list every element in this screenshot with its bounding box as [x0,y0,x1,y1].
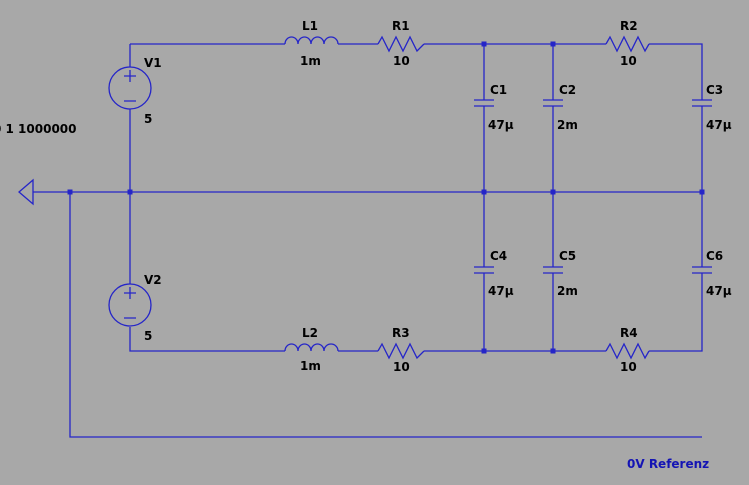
r1-name: R1 [392,19,410,33]
spice-directive[interactable]: 0 1 1000000 [0,122,77,136]
junction-dot [481,348,487,354]
c6-value: 47µ [706,284,732,298]
l1-name: L1 [302,19,318,33]
wire-v1-to-l1[interactable] [129,43,285,67]
capacitor-c4[interactable] [474,266,494,274]
wire-reference[interactable] [69,192,702,438]
junction-dot [550,189,556,195]
r3-value: 10 [393,360,410,374]
v2-value: 5 [144,329,152,343]
junction-dot [67,189,73,195]
junction-dot [127,189,133,195]
junction-dot [550,348,556,354]
wire-c6-bottom[interactable] [649,273,703,352]
r4-name: R4 [620,326,638,340]
c2-value: 2m [557,118,578,132]
c2-name: C2 [559,83,576,97]
l2-name: L2 [302,326,318,340]
junction-dot [481,41,487,47]
resistor-r1[interactable] [377,35,425,53]
capacitor-c1[interactable] [474,99,494,107]
c4-value: 47µ [488,284,514,298]
v1-value: 5 [144,112,152,126]
resistor-r4[interactable] [605,342,650,360]
c5-name: C5 [559,249,576,263]
r2-value: 10 [620,54,637,68]
voltage-source-v1[interactable] [108,66,152,110]
c1-name: C1 [490,83,507,97]
r2-name: R2 [620,19,638,33]
r4-value: 10 [620,360,637,374]
inductor-l1[interactable] [284,36,339,45]
l2-value: 1m [300,359,321,373]
c4-name: C4 [490,249,507,263]
c3-value: 47µ [706,118,732,132]
resistor-r3[interactable] [377,342,425,360]
resistor-r2[interactable] [605,35,650,53]
junction-dot [550,41,556,47]
junction-dot [481,189,487,195]
capacitor-c3[interactable] [692,99,712,107]
capacitor-c5[interactable] [543,266,563,274]
junctions [67,41,705,354]
capacitor-c2[interactable] [543,99,563,107]
c5-value: 2m [557,284,578,298]
capacitor-c6[interactable] [692,266,712,274]
l1-value: 1m [300,54,321,68]
voltage-source-icon [108,66,152,110]
inductor-l2[interactable] [284,343,339,352]
wires [33,43,703,438]
c6-name: C6 [706,249,723,263]
c3-name: C3 [706,83,723,97]
net-label-0v-referenz[interactable]: 0V Referenz [627,457,709,471]
ground-icon[interactable] [18,178,34,206]
voltage-source-icon [108,283,152,327]
v2-name: V2 [144,273,162,287]
wire-v2-to-l2[interactable] [129,327,285,352]
v1-name: V1 [144,56,162,70]
junction-dot [699,189,705,195]
r1-value: 10 [393,54,410,68]
c1-value: 47µ [488,118,514,132]
r3-name: R3 [392,326,410,340]
wire-r2-to-c3[interactable] [649,43,703,100]
voltage-source-v2[interactable] [108,283,152,327]
